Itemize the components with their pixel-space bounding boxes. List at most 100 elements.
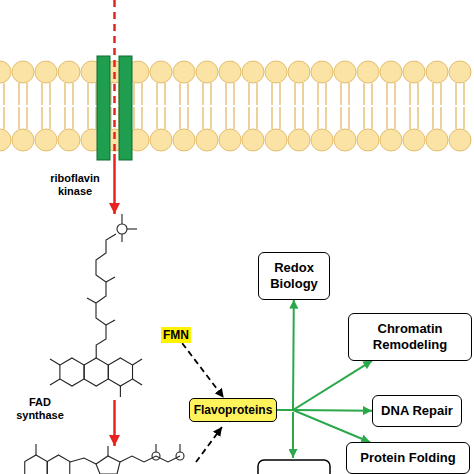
process-box: Chromatin Remodeling — [348, 313, 472, 360]
connector-arrow — [277, 300, 294, 410]
connector-arrow — [182, 343, 224, 398]
lipid-head — [403, 129, 425, 151]
phosphate — [152, 452, 160, 460]
lipid-tail — [87, 83, 89, 105]
bond — [127, 228, 137, 229]
lipid-head — [58, 61, 80, 83]
node-text: Chromatin Remodeling — [355, 321, 465, 352]
lipid-tail — [210, 83, 212, 105]
lipid-tail — [371, 83, 373, 105]
uptake-path — [113, 0, 116, 152]
process-box: Protein Folding — [346, 442, 470, 474]
lipid-head — [426, 61, 448, 83]
lipid-head — [449, 61, 471, 83]
lipid-tail — [279, 107, 281, 129]
lipid-head — [426, 129, 448, 151]
lipid-tail — [41, 107, 43, 129]
ring — [47, 455, 70, 474]
ribose — [96, 456, 120, 474]
hub-box: Flavoproteins — [189, 398, 277, 422]
lipid-tail — [432, 83, 434, 105]
connector-arrow — [277, 361, 372, 410]
lipid-head — [0, 129, 11, 151]
step-label: FAD synthase — [9, 396, 71, 422]
lipid-tail — [256, 83, 258, 105]
node-text: FMN — [163, 328, 189, 342]
node-text: Redox Biology — [265, 260, 323, 291]
lipid-head — [357, 61, 379, 83]
chemical-structures — [25, 214, 184, 474]
bond — [96, 234, 116, 358]
fad-arrow — [196, 427, 222, 462]
lipid-tail — [440, 83, 442, 105]
lipid-tail — [179, 83, 181, 105]
lipid-tail — [294, 107, 296, 129]
bond — [133, 359, 143, 365]
lipid-tail — [409, 107, 411, 129]
lipid-tail — [248, 107, 250, 129]
phosphate — [117, 224, 127, 234]
ring — [60, 358, 84, 386]
lipid-head — [173, 129, 195, 151]
bond — [50, 359, 60, 365]
bond — [133, 379, 143, 385]
lipid-tail — [340, 83, 342, 105]
lipid-tail — [394, 107, 396, 129]
lipid-tail — [455, 107, 457, 129]
bond — [121, 234, 122, 242]
lipid-tail — [49, 107, 51, 129]
lipid-tail — [256, 107, 258, 129]
bond — [106, 277, 115, 282]
lipid-tail — [164, 107, 166, 129]
lipid-head — [196, 129, 218, 151]
lipid-tail — [417, 107, 419, 129]
lipid-tail — [87, 107, 89, 129]
lipid-tail — [432, 107, 434, 129]
lipid-tail — [248, 83, 250, 105]
lipid-tail — [371, 107, 373, 129]
lipid-tail — [363, 107, 365, 129]
lipid-head — [219, 129, 241, 151]
lipid-head — [357, 129, 379, 151]
lipid-tail — [302, 83, 304, 105]
lipid-tail — [279, 83, 281, 105]
lipid-tail — [440, 107, 442, 129]
lipid-tail — [26, 107, 28, 129]
lipid-head — [173, 61, 195, 83]
bond — [50, 379, 60, 385]
lipid-tail — [363, 83, 365, 105]
lipid-tail — [3, 83, 5, 105]
lipid-tail — [386, 83, 388, 105]
lipid-tail — [348, 83, 350, 105]
lipid-tail — [317, 107, 319, 129]
process-box: DNA Repair — [372, 395, 462, 427]
lipid-tail — [302, 107, 304, 129]
lipid-tail — [156, 107, 158, 129]
lipid-tail — [325, 83, 327, 105]
lipid-tail — [325, 107, 327, 129]
lipid-tail — [18, 83, 20, 105]
lipid-tail — [210, 107, 212, 129]
bond — [35, 444, 36, 455]
cropped-box — [258, 460, 330, 474]
lipid-tail — [463, 83, 465, 105]
process-box: Redox Biology — [258, 252, 330, 299]
lipid-tail — [294, 83, 296, 105]
lipid-head — [403, 61, 425, 83]
lipid-tail — [386, 107, 388, 129]
lipid-tail — [141, 107, 143, 129]
lipid-head — [150, 129, 172, 151]
bond — [120, 456, 180, 462]
lipid-tail — [225, 107, 227, 129]
lipid-head — [288, 61, 310, 83]
ring — [84, 358, 108, 386]
bond — [106, 320, 115, 325]
ring — [25, 455, 48, 474]
lipid-tail — [3, 107, 5, 129]
lipid-tail — [187, 83, 189, 105]
lipid-tail — [141, 83, 143, 105]
lipid-tail — [133, 83, 135, 105]
lipid-tail — [156, 83, 158, 105]
lipid-head — [380, 129, 402, 151]
green-arrow — [292, 412, 294, 458]
